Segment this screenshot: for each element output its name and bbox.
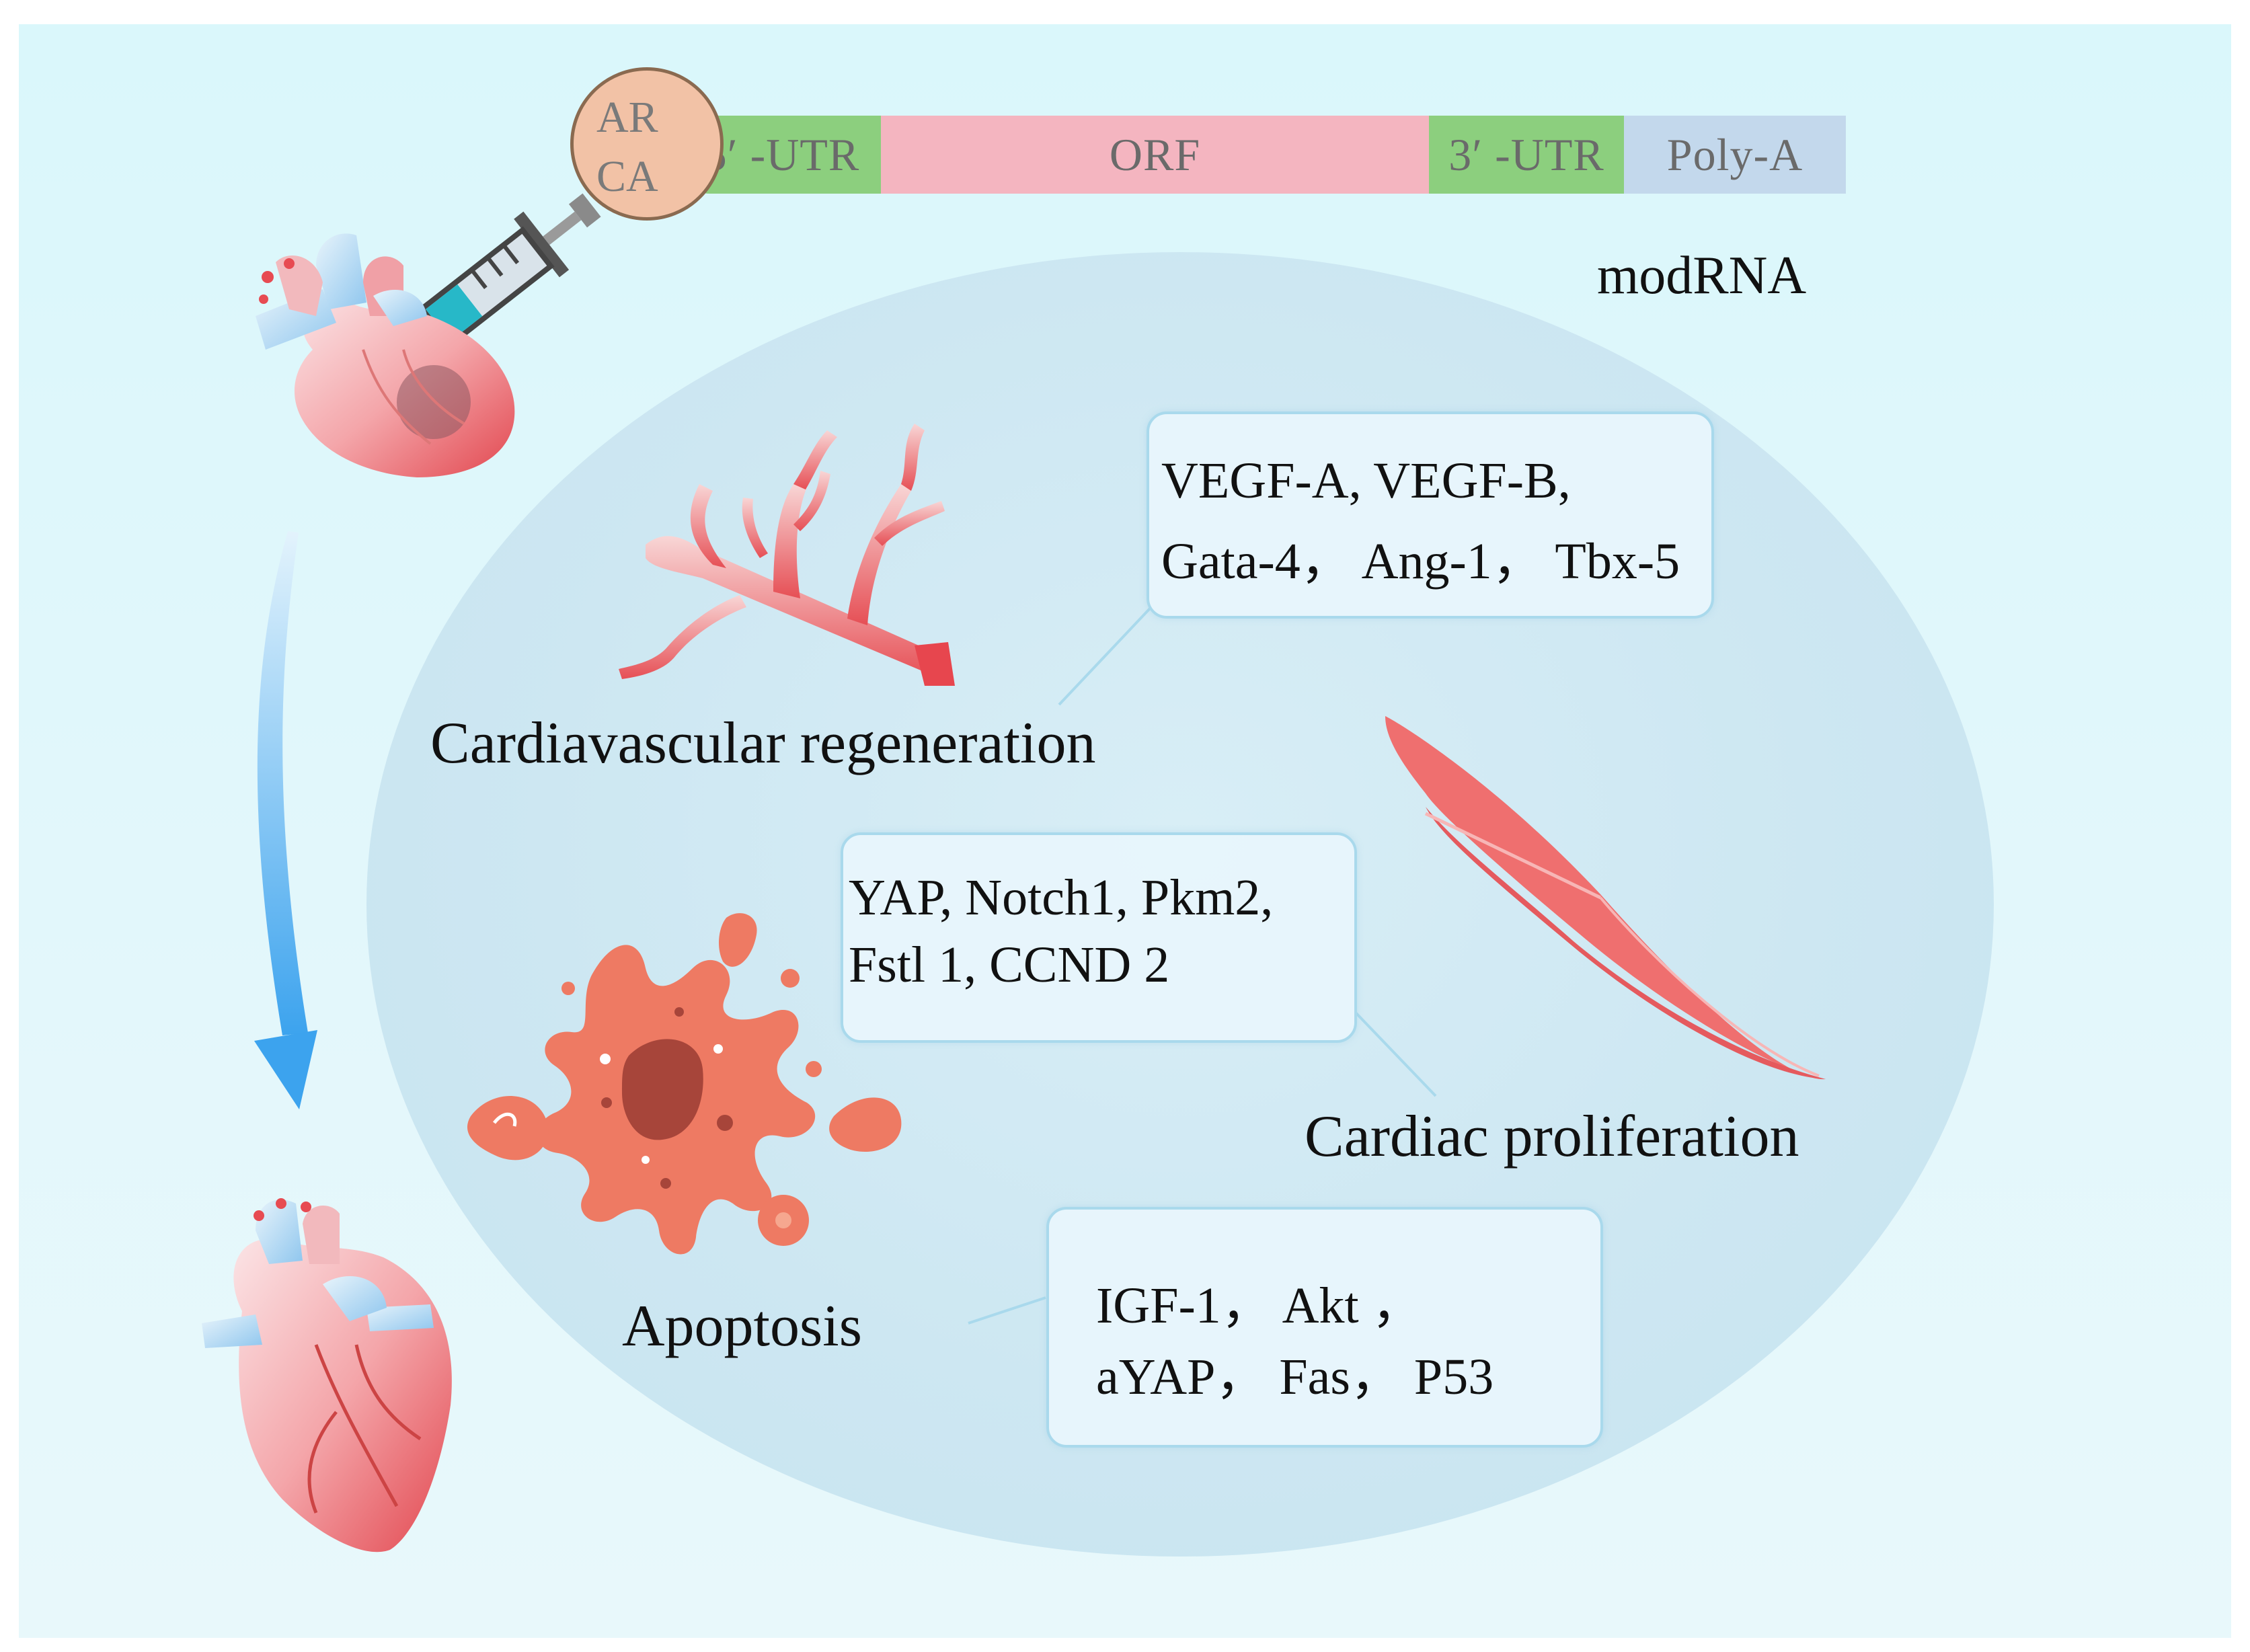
regeneration-gene-line-2: Gata-4， Ang-1， Tbx-5 [1161,533,1680,590]
arca-line-2: CA [596,152,658,201]
arrow-down-icon [254,531,317,1109]
apoptosis-gene-line-2: aYAP， Fas， P53 [1096,1349,1494,1405]
regeneration-label: Cardiavascular regeneration [430,711,1096,776]
orf-segment: ORF [881,116,1429,194]
utr3-label: 3′ -UTR [1448,128,1604,180]
injured-heart-icon [256,233,515,477]
arca-cap: AR CA [570,67,724,221]
proliferation-connector [1354,1011,1437,1097]
polya-label: Poly-A [1666,128,1803,180]
regeneration-gene-box: VEGF-A, VEGF-B, Gata-4， Ang-1， Tbx-5 [1147,411,1714,619]
apoptosis-label: Apoptosis [622,1294,862,1359]
muscle-fiber-icon [1385,716,1826,1080]
utr5-label: 5′ -UTR [703,128,860,180]
healthy-heart-icon [202,1198,452,1552]
regeneration-connector [1058,607,1151,706]
apoptosis-connector [968,1296,1046,1325]
apoptosis-gene-box: IGF-1， Akt ， aYAP， Fas， P53 [1046,1207,1603,1448]
proliferation-gene-line-1: YAP, Notch1, Pkm2, [849,869,1274,926]
apoptosis-gene-line-1: IGF-1， Akt ， [1096,1277,1423,1334]
proliferation-gene-box: YAP, Notch1, Pkm2, Fstl 1, CCND 2 [841,832,1357,1043]
utr3-segment: 3′ -UTR [1429,116,1624,194]
syringe-icon [389,193,601,365]
proliferation-gene-line-2: Fstl 1, CCND 2 [849,937,1170,993]
orf-label: ORF [1109,128,1201,180]
blood-vessel-icon [619,424,955,686]
arca-line-1: AR [596,93,658,142]
construct-name: modRNA [1597,246,1807,305]
polya-segment: Poly-A [1624,116,1846,194]
apoptotic-cell-icon [467,913,902,1255]
regeneration-gene-line-1: VEGF-A, VEGF-B, [1161,453,1571,509]
proliferation-label: Cardiac proliferation [1305,1104,1799,1169]
